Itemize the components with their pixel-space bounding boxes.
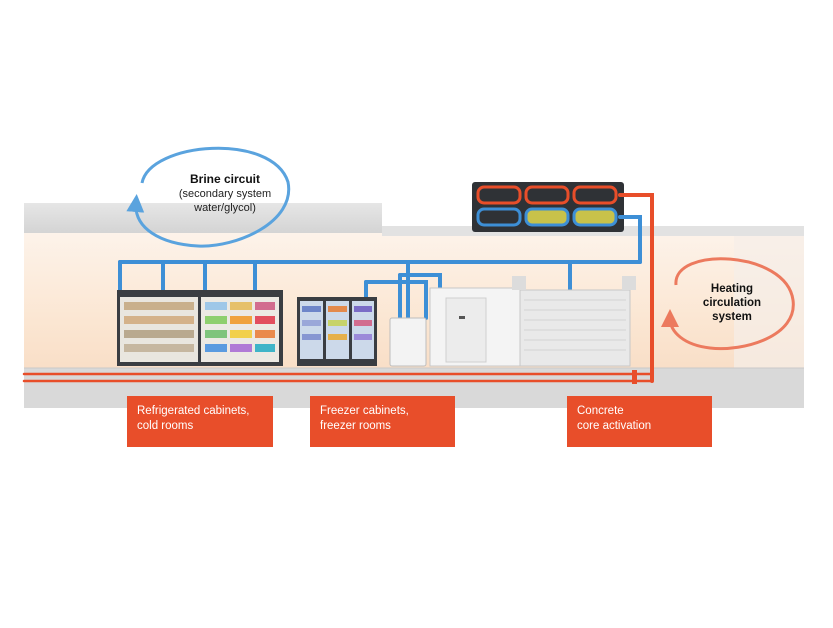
roof-left bbox=[24, 203, 382, 233]
brine-circuit-title: Brine circuit bbox=[189, 172, 261, 186]
freezer-cabinets bbox=[297, 297, 377, 366]
heating-title-line-2: circulation bbox=[702, 297, 762, 309]
heating-title-line-1: Heating bbox=[710, 283, 754, 295]
evaporator-box bbox=[389, 317, 427, 367]
heating-circuit-arrow bbox=[661, 257, 795, 351]
label-freezer-cabinets: Freezer cabinets, freezer rooms bbox=[310, 396, 455, 447]
brine-circuit-arrow bbox=[126, 146, 291, 248]
heating-title-line-3: system bbox=[712, 311, 752, 323]
brine-circuit-subtitle: (secondary system water/glycol) bbox=[148, 187, 302, 215]
brine-subtitle-line-2: water/glycol) bbox=[194, 202, 256, 214]
freezer-room bbox=[512, 276, 636, 367]
label-concrete-core-activation: Concrete core activation bbox=[567, 396, 712, 447]
label-2-line-1: Freezer cabinets, bbox=[320, 405, 409, 417]
brine-pipes bbox=[118, 215, 642, 322]
rooftop-chiller-unit bbox=[472, 182, 624, 232]
label-1-line-1: Refrigerated cabinets, bbox=[137, 405, 250, 417]
heating-circuit-title: Heating circulation system bbox=[684, 282, 780, 324]
heating-pipes bbox=[22, 193, 654, 384]
label-3-line-1: Concrete bbox=[577, 405, 624, 417]
brine-subtitle-line-1: (secondary system bbox=[178, 188, 272, 200]
label-2-line-2: freezer rooms bbox=[320, 420, 391, 432]
label-1-line-2: cold rooms bbox=[137, 420, 194, 432]
label-3-line-2: core activation bbox=[577, 420, 652, 432]
cold-room bbox=[429, 287, 521, 367]
refrigerated-cabinets bbox=[117, 290, 283, 366]
label-refrigerated-cabinets: Refrigerated cabinets, cold rooms bbox=[127, 396, 273, 447]
